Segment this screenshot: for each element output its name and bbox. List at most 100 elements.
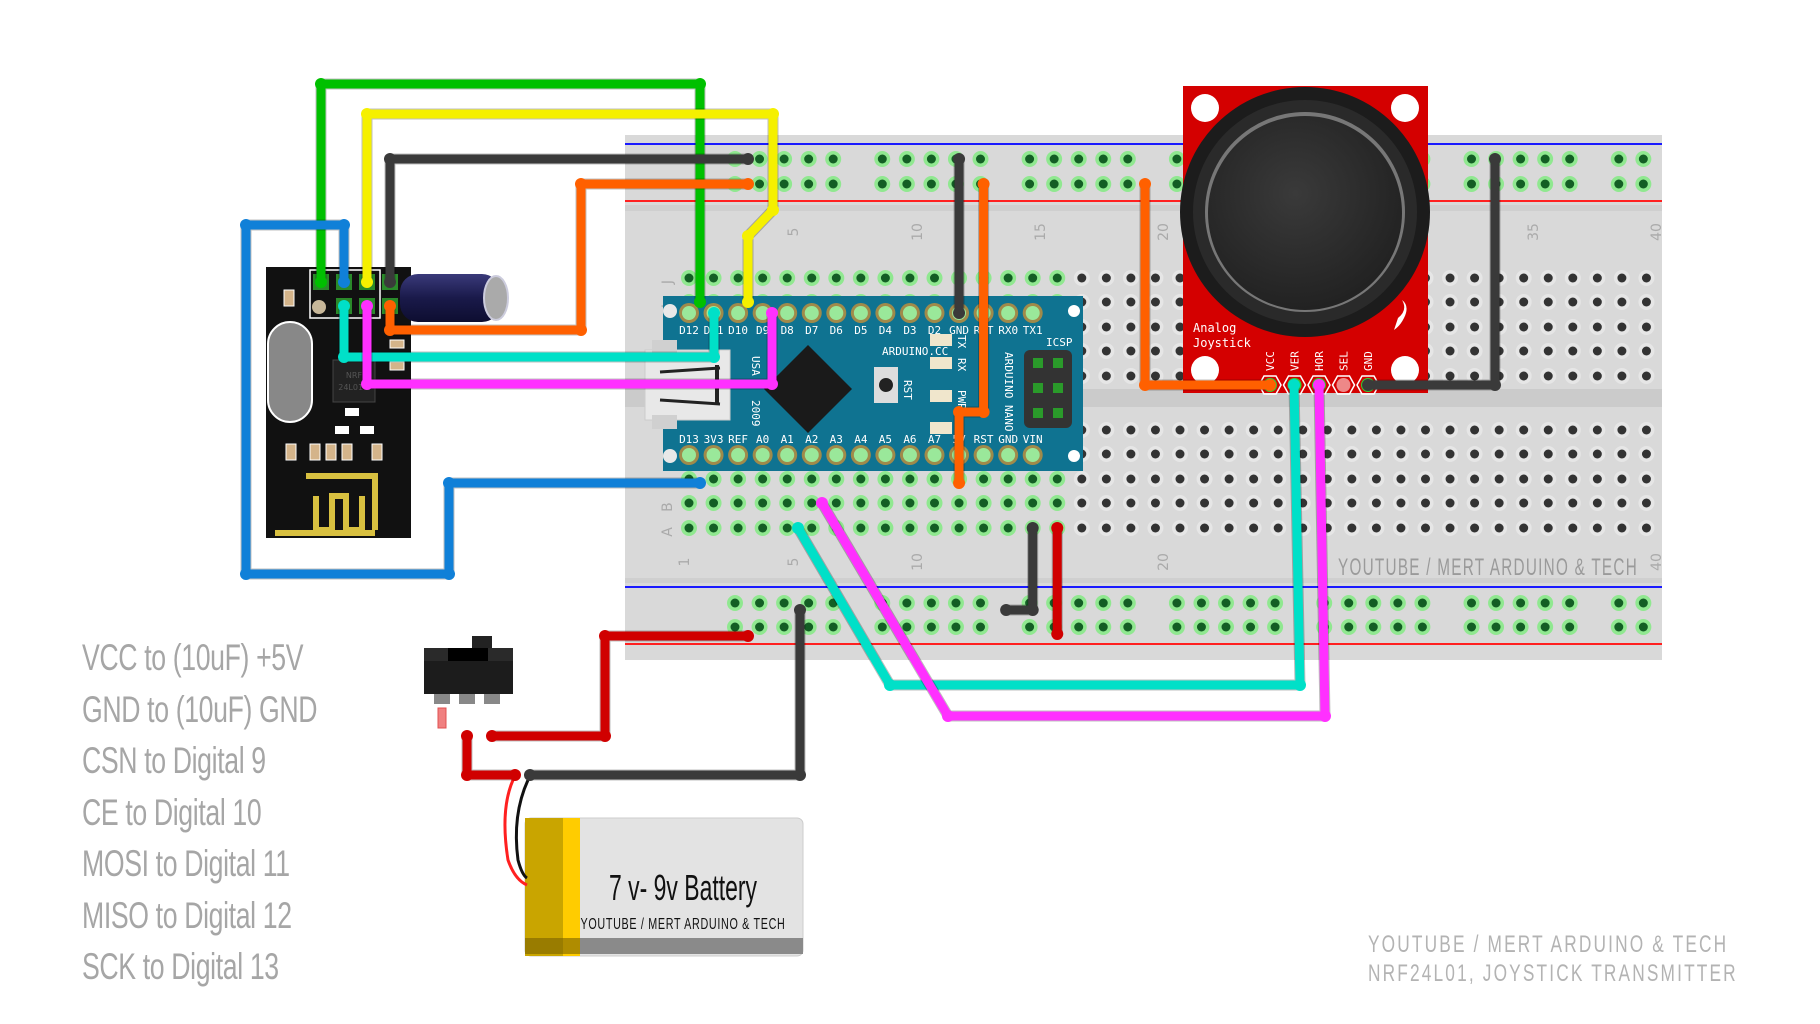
wire-cyan-ver[interactable] bbox=[793, 380, 1305, 690]
nano-pin-pad bbox=[780, 306, 795, 320]
joystick-pin-outline bbox=[1331, 375, 1356, 395]
wire-green-mosi-joint bbox=[315, 276, 327, 288]
wire-black-rail-jumper-joint bbox=[1026, 522, 1039, 534]
rail-hole-center bbox=[1246, 598, 1256, 608]
breadboard-hole-center bbox=[979, 498, 989, 508]
breadboard-hole-center bbox=[1077, 273, 1087, 283]
nrf-chip-label-1: NRF bbox=[346, 371, 363, 380]
breadboard-hole-center bbox=[831, 498, 841, 508]
breadboard-hole-center bbox=[1347, 449, 1357, 459]
breadboard-hole-center bbox=[1224, 449, 1234, 459]
breadboard-hole-center bbox=[1641, 498, 1651, 508]
rail-hole-center bbox=[730, 598, 740, 608]
mount-hole bbox=[1068, 305, 1080, 317]
note-line: CE to Digital 10 bbox=[82, 791, 262, 833]
nano-pin-pad bbox=[927, 306, 942, 320]
battery-lead-red bbox=[503, 779, 528, 887]
breadboard-hole-center bbox=[1519, 322, 1529, 332]
wire-yellow-vcc-joint bbox=[767, 108, 779, 120]
rail-hole-center bbox=[1393, 598, 1403, 608]
wire-orange-nano-5v-joint bbox=[977, 406, 990, 418]
breadboard-hole-center bbox=[709, 523, 719, 533]
wire-yellow-vcc[interactable] bbox=[362, 109, 778, 307]
breadboard-hole-center bbox=[1126, 322, 1136, 332]
breadboard-hole-center bbox=[1101, 297, 1111, 307]
breadboard-hole-center bbox=[782, 498, 792, 508]
rail-hole-center bbox=[1516, 622, 1526, 632]
rail-hole-center bbox=[1196, 598, 1206, 608]
wire-black-joy-gnd-joint bbox=[1489, 379, 1501, 391]
wire-red-rail-jumper-joint bbox=[1051, 628, 1064, 640]
wire-green-mosi[interactable] bbox=[316, 79, 705, 307]
rail-hole-center bbox=[1417, 622, 1427, 632]
wire-blue-miso-joint bbox=[338, 276, 350, 288]
breadboard-hole-center bbox=[1421, 498, 1430, 508]
breadboard-hole-center bbox=[807, 523, 817, 533]
wire-cyan-sck[interactable] bbox=[339, 301, 719, 362]
breadboard-hole-center bbox=[1519, 498, 1529, 508]
wire-red-switch-rail-joint bbox=[486, 730, 498, 742]
joystick-pin-sel[interactable] bbox=[1336, 378, 1351, 392]
wire-black-rail-jumper-joint bbox=[1000, 604, 1013, 616]
breadboard-hole-center bbox=[1126, 498, 1136, 508]
nano-pin-label: D3 bbox=[903, 324, 916, 337]
wire-black-gnd-joint bbox=[742, 153, 754, 165]
wire-black-battery-rail-joint bbox=[794, 604, 806, 616]
joystick-pin-outline bbox=[1258, 375, 1282, 395]
wire-orange-nano-5v[interactable] bbox=[954, 179, 989, 488]
rail-hole-center bbox=[1172, 622, 1182, 632]
wire-red-switch-rail[interactable] bbox=[487, 631, 753, 741]
switch-actuator[interactable] bbox=[472, 636, 492, 650]
row-label-a: A bbox=[660, 527, 676, 537]
wire-magenta-hor[interactable] bbox=[817, 380, 1330, 721]
rail-hole-center bbox=[1638, 179, 1648, 189]
wire-orange-nano-5v-joint bbox=[977, 178, 990, 190]
breadboard-hole-center bbox=[831, 273, 841, 283]
rail-hole-center bbox=[877, 622, 887, 632]
nano-pin-pad bbox=[706, 448, 721, 462]
slide-switch[interactable] bbox=[424, 636, 513, 729]
rail-hole-center bbox=[1196, 622, 1206, 632]
breadboard-hole-center bbox=[1568, 425, 1578, 435]
nano-pin-label: GND bbox=[949, 324, 969, 337]
rail-hole-center bbox=[1540, 598, 1550, 608]
icsp-header bbox=[1024, 350, 1072, 428]
joystick-knob[interactable] bbox=[1208, 116, 1402, 310]
breadboard-hole-center bbox=[807, 474, 817, 484]
nano-pin-label: D8 bbox=[781, 324, 794, 337]
pin-connection-notes: VCC to (10uF) +5V GND to (10uF) GND CSN … bbox=[82, 632, 318, 993]
breadboard-hole-center bbox=[1175, 322, 1185, 332]
wire-cyan-ver-joint bbox=[1294, 679, 1306, 691]
wire-orange-5v-joint bbox=[384, 300, 396, 312]
reset-button-cap[interactable] bbox=[879, 378, 893, 392]
rail-hole-center bbox=[1417, 598, 1427, 608]
breadboard-hole-center bbox=[1592, 297, 1602, 307]
breadboard-hole-center bbox=[733, 474, 743, 484]
rail-hole-center bbox=[1074, 154, 1084, 164]
breadboard-hole-center bbox=[1568, 273, 1578, 283]
wire-cyan-sck-joint bbox=[338, 351, 350, 363]
battery-terminal bbox=[525, 818, 563, 956]
wire-black-nano-gnd-joint bbox=[953, 307, 966, 319]
wire-black-gnd-joint bbox=[384, 276, 396, 288]
breadboard-hole-center bbox=[856, 474, 866, 484]
col-num-15-top: 15 bbox=[1033, 223, 1049, 241]
led-pwr-label: PWR bbox=[955, 390, 968, 410]
breadboard-hole-center bbox=[1150, 273, 1160, 283]
breadboard-hole-center bbox=[905, 523, 915, 533]
wire-cyan-ver-joint bbox=[792, 522, 804, 534]
rail-hole-center bbox=[1074, 598, 1084, 608]
rail-hole-center bbox=[1270, 622, 1280, 632]
wire-magenta-csn[interactable] bbox=[362, 301, 777, 389]
rail-hole-center bbox=[1565, 154, 1575, 164]
breadboard-hole-center bbox=[1396, 425, 1406, 435]
nano-pin-label: A5 bbox=[879, 433, 892, 446]
breadboard-hole-center bbox=[1641, 297, 1651, 307]
breadboard-hole-center bbox=[1543, 273, 1553, 283]
breadboard-hole-center bbox=[1519, 346, 1529, 356]
breadboard-hole-center bbox=[1175, 371, 1185, 381]
breadboard-hole-center bbox=[709, 273, 719, 283]
breadboard-hole-center bbox=[1028, 273, 1038, 283]
breadboard-hole-center bbox=[1641, 273, 1651, 283]
nano-pin-label: 3V3 bbox=[704, 433, 724, 446]
